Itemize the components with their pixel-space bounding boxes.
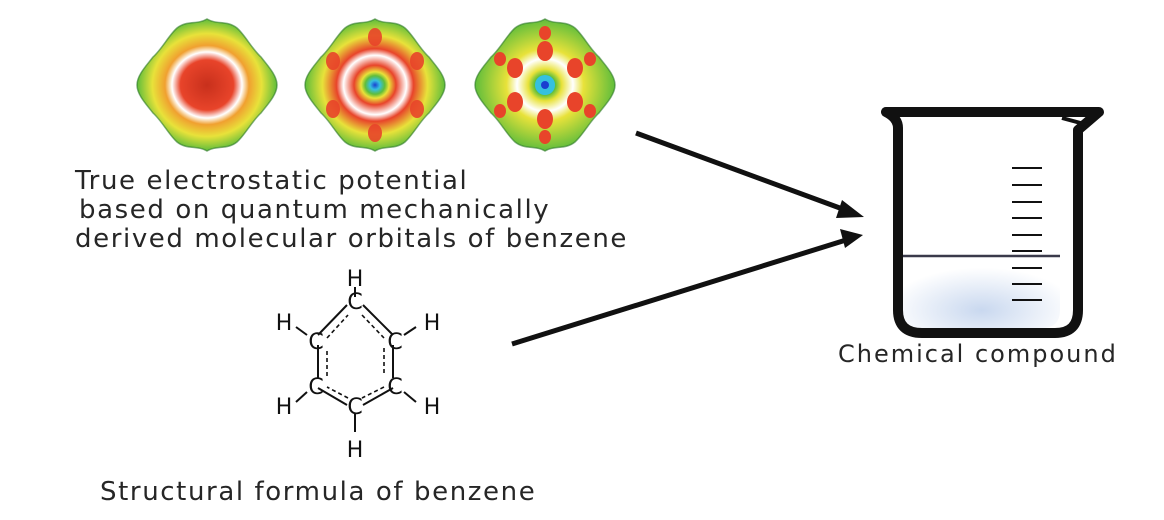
carbon-atom: C [308,330,323,355]
esp-caption-line-2: based on quantum mechanically [79,195,551,225]
benzene-structure [295,287,417,432]
hydrogen-atom: H [424,395,441,420]
carbon-atom: C [387,330,402,355]
esp-caption-line-3: derived molecular orbitals of benzene [75,224,629,254]
carbon-atom: C [347,290,362,315]
hydrogen-atom: H [347,267,364,292]
arrow-icon [511,229,863,347]
esp-caption-line-1: True electrostatic potential [75,166,469,196]
hydrogen-atom: H [347,438,364,463]
esp-map-2-icon [304,18,446,152]
esp-map-3-icon [474,18,616,152]
hydrogen-atom: H [276,395,293,420]
esp-map-1-icon [136,18,278,152]
carbon-atom: C [387,375,402,400]
esp-caption: True electrostatic potential based on qu… [75,167,628,254]
beaker-icon [881,107,1104,338]
structure-caption: Structural formula of benzene [100,477,537,507]
carbon-atom: C [308,375,323,400]
beaker-caption: Chemical compound [838,340,1118,368]
hydrogen-atom: H [424,311,441,336]
carbon-atom: C [347,395,362,420]
arrow-icon [635,130,864,218]
benzene-atoms: C C C C C C H H H H H H [276,267,441,463]
hydrogen-atom: H [276,311,293,336]
